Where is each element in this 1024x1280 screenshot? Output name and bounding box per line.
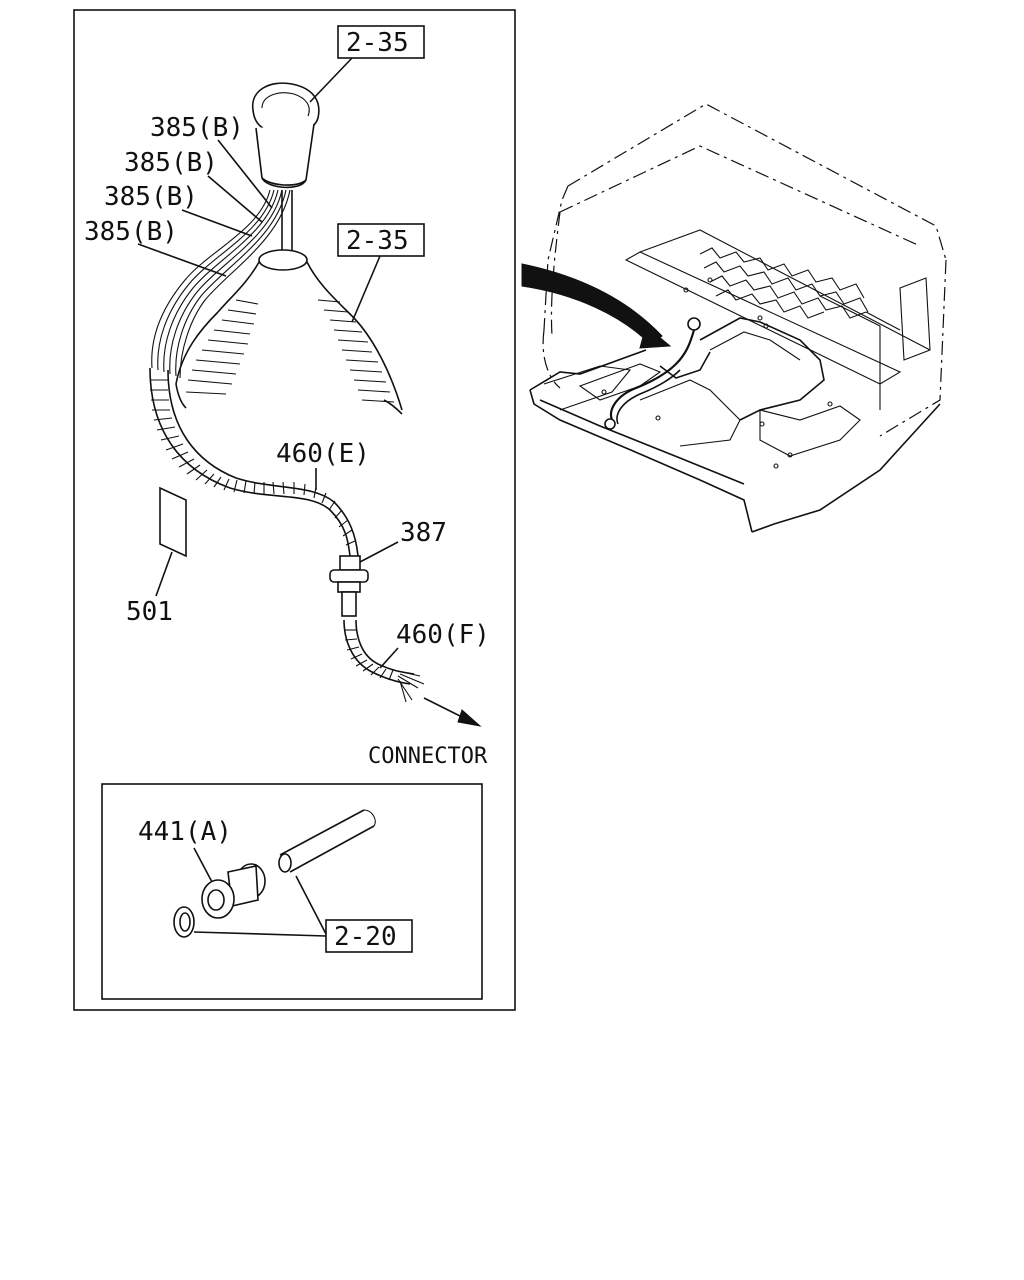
ref-boot-label: 2-35 [346, 226, 409, 256]
wire-bundle [151, 189, 291, 379]
grommet-label: 387 [400, 518, 447, 548]
shift-boot [175, 249, 403, 415]
ref-box-boot: 2-35 [337, 223, 425, 257]
switch-441a [201, 863, 266, 919]
switch-label: 441(A) [138, 817, 232, 847]
washer [173, 906, 195, 938]
tag-label: 501 [126, 597, 173, 627]
ref-knob-label: 2-35 [346, 28, 409, 58]
inset-frame [101, 783, 483, 1000]
wire-label-1: 385(B) [150, 113, 244, 143]
shift-knob [252, 82, 320, 189]
connector-label: CONNECTOR [368, 744, 488, 769]
harness-460f [343, 619, 425, 703]
harness-460e [149, 367, 359, 557]
ref-box-switch: 2-20 [325, 919, 413, 953]
switch-rod [278, 809, 376, 873]
connector-arrow [423, 697, 482, 727]
main-frame [73, 9, 516, 1011]
wire-label-3: 385(B) [104, 182, 198, 212]
wire-label-4: 385(B) [84, 217, 178, 247]
leader-lines [137, 57, 399, 669]
harness-e-label: 460(E) [276, 439, 370, 469]
wire-label-2: 385(B) [124, 148, 218, 178]
grommet-387 [329, 555, 369, 617]
cab-overview [521, 103, 947, 533]
inset-leader-lines [193, 847, 327, 937]
tag-501 [155, 486, 187, 597]
ref-switch-label: 2-20 [334, 922, 397, 952]
harness-f-label: 460(F) [396, 620, 490, 650]
ref-box-knob: 2-35 [337, 25, 425, 59]
